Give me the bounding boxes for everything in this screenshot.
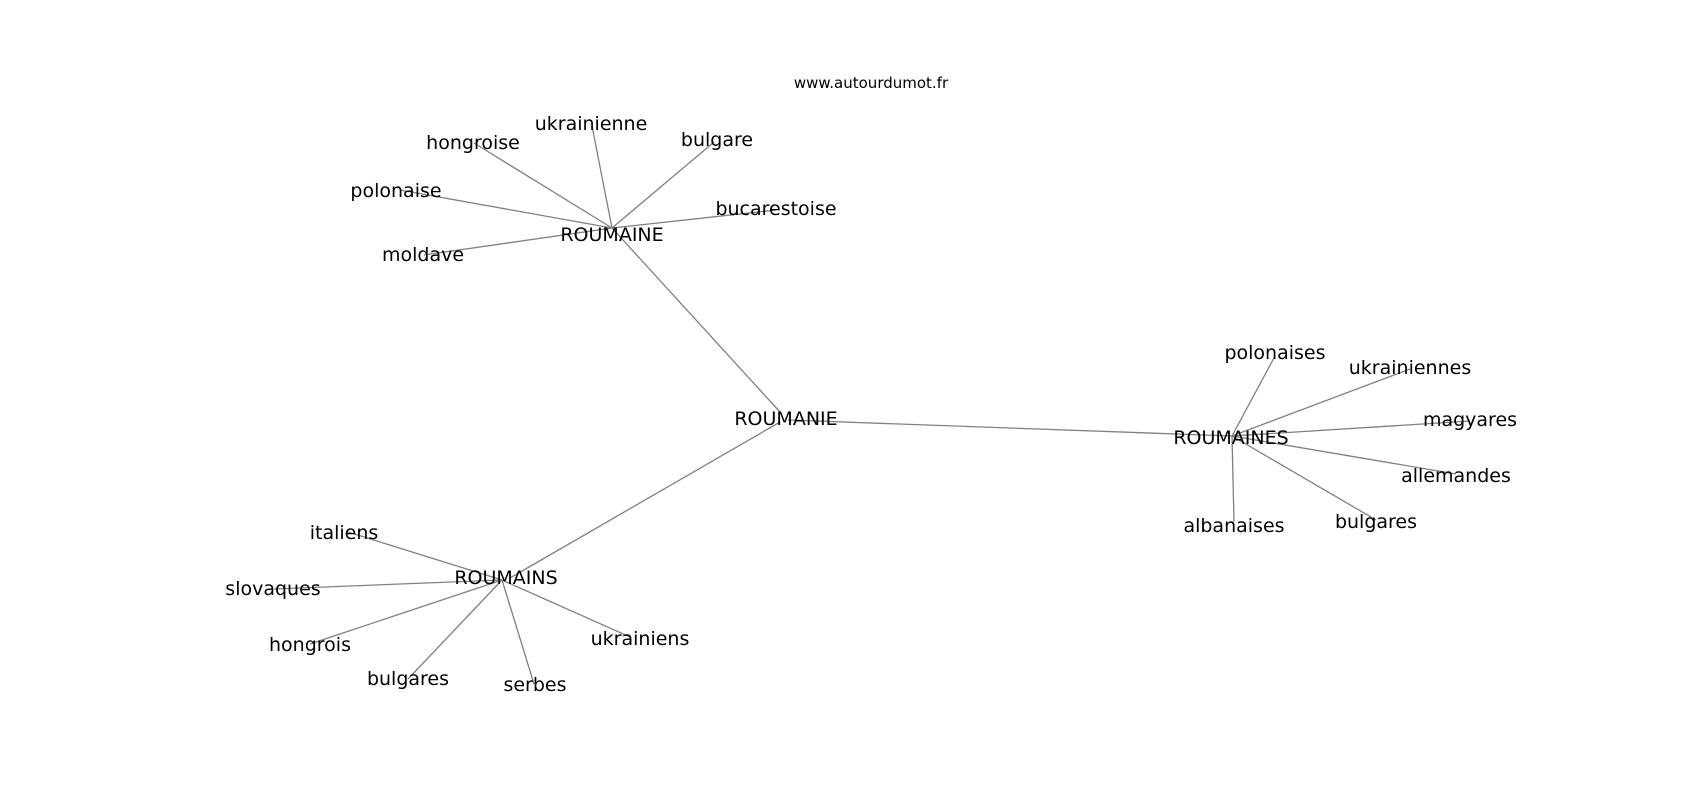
edge-roumaine-hongroise (473, 142, 613, 229)
edges (273, 125, 1471, 685)
leaf-node-label: bulgares (1335, 511, 1417, 533)
leaf-node-label: bucarestoise (715, 198, 836, 220)
leaf-node-label: slovaques (225, 578, 320, 600)
leaf-node-label: ukrainienne (535, 113, 648, 135)
hub-node-label: ROUMAINS (454, 567, 557, 589)
edge-roumains-serbes (501, 579, 535, 685)
leaf-node-label: polonaise (350, 180, 441, 202)
edge-roumains-bulgares (407, 579, 503, 680)
leaf-node-label: serbes (503, 674, 566, 696)
leaf-node-label: moldave (382, 244, 464, 266)
leaf-node-label: allemandes (1401, 465, 1511, 487)
leaf-node-label: magyares (1423, 409, 1517, 431)
edge-roumains-ukrainiens (501, 579, 631, 638)
edge-roumains-hongrois (309, 579, 503, 645)
leaf-node-label: ukrainiens (591, 628, 690, 650)
leaf-node-label: ukrainiennes (1349, 357, 1471, 379)
leaf-node-label: italiens (310, 522, 379, 544)
edge-roumains-slovaques (273, 579, 503, 590)
edge-roumaines-polonaises (1231, 355, 1276, 437)
hub-node-label: ROUMAINES (1173, 427, 1288, 449)
site-watermark: www.autourdumot.fr (794, 74, 949, 92)
edge-roumaines-albanaises (1231, 435, 1235, 523)
edge-roumanie-roumaine (611, 227, 781, 413)
edge-roumanie-roumaines (787, 419, 1233, 437)
edge-roumaines-allemandes (1231, 435, 1457, 475)
leaf-node-label: hongrois (269, 634, 351, 656)
edge-roumaine-bulgare (611, 141, 715, 229)
edge-roumaines-ukrainiennes (1231, 368, 1411, 437)
edge-roumains-italiens (347, 531, 503, 581)
leaf-node-label: polonaises (1224, 342, 1325, 364)
edge-roumanie-roumains (509, 421, 781, 579)
edge-roumaines-bulgares (1231, 435, 1377, 521)
leaf-node-label: hongroise (426, 132, 520, 154)
edge-roumaine-bucarestoise (611, 209, 777, 229)
edge-roumaine-moldave (423, 227, 613, 256)
edge-roumaine-ukrainienne (591, 125, 613, 229)
labels: www.autourdumot.fr ROUMANIE ROUMAINE hon… (225, 74, 1517, 696)
leaf-node-label: bulgares (367, 668, 449, 690)
leaf-node-label: bulgare (681, 129, 753, 151)
leaf-node-label: albanaises (1183, 515, 1284, 537)
edge-roumaines-magyares (1231, 420, 1471, 437)
center-node-label: ROUMANIE (734, 408, 837, 430)
hub-node-label: ROUMAINE (560, 224, 663, 246)
edge-roumaine-polonaise (399, 189, 613, 229)
